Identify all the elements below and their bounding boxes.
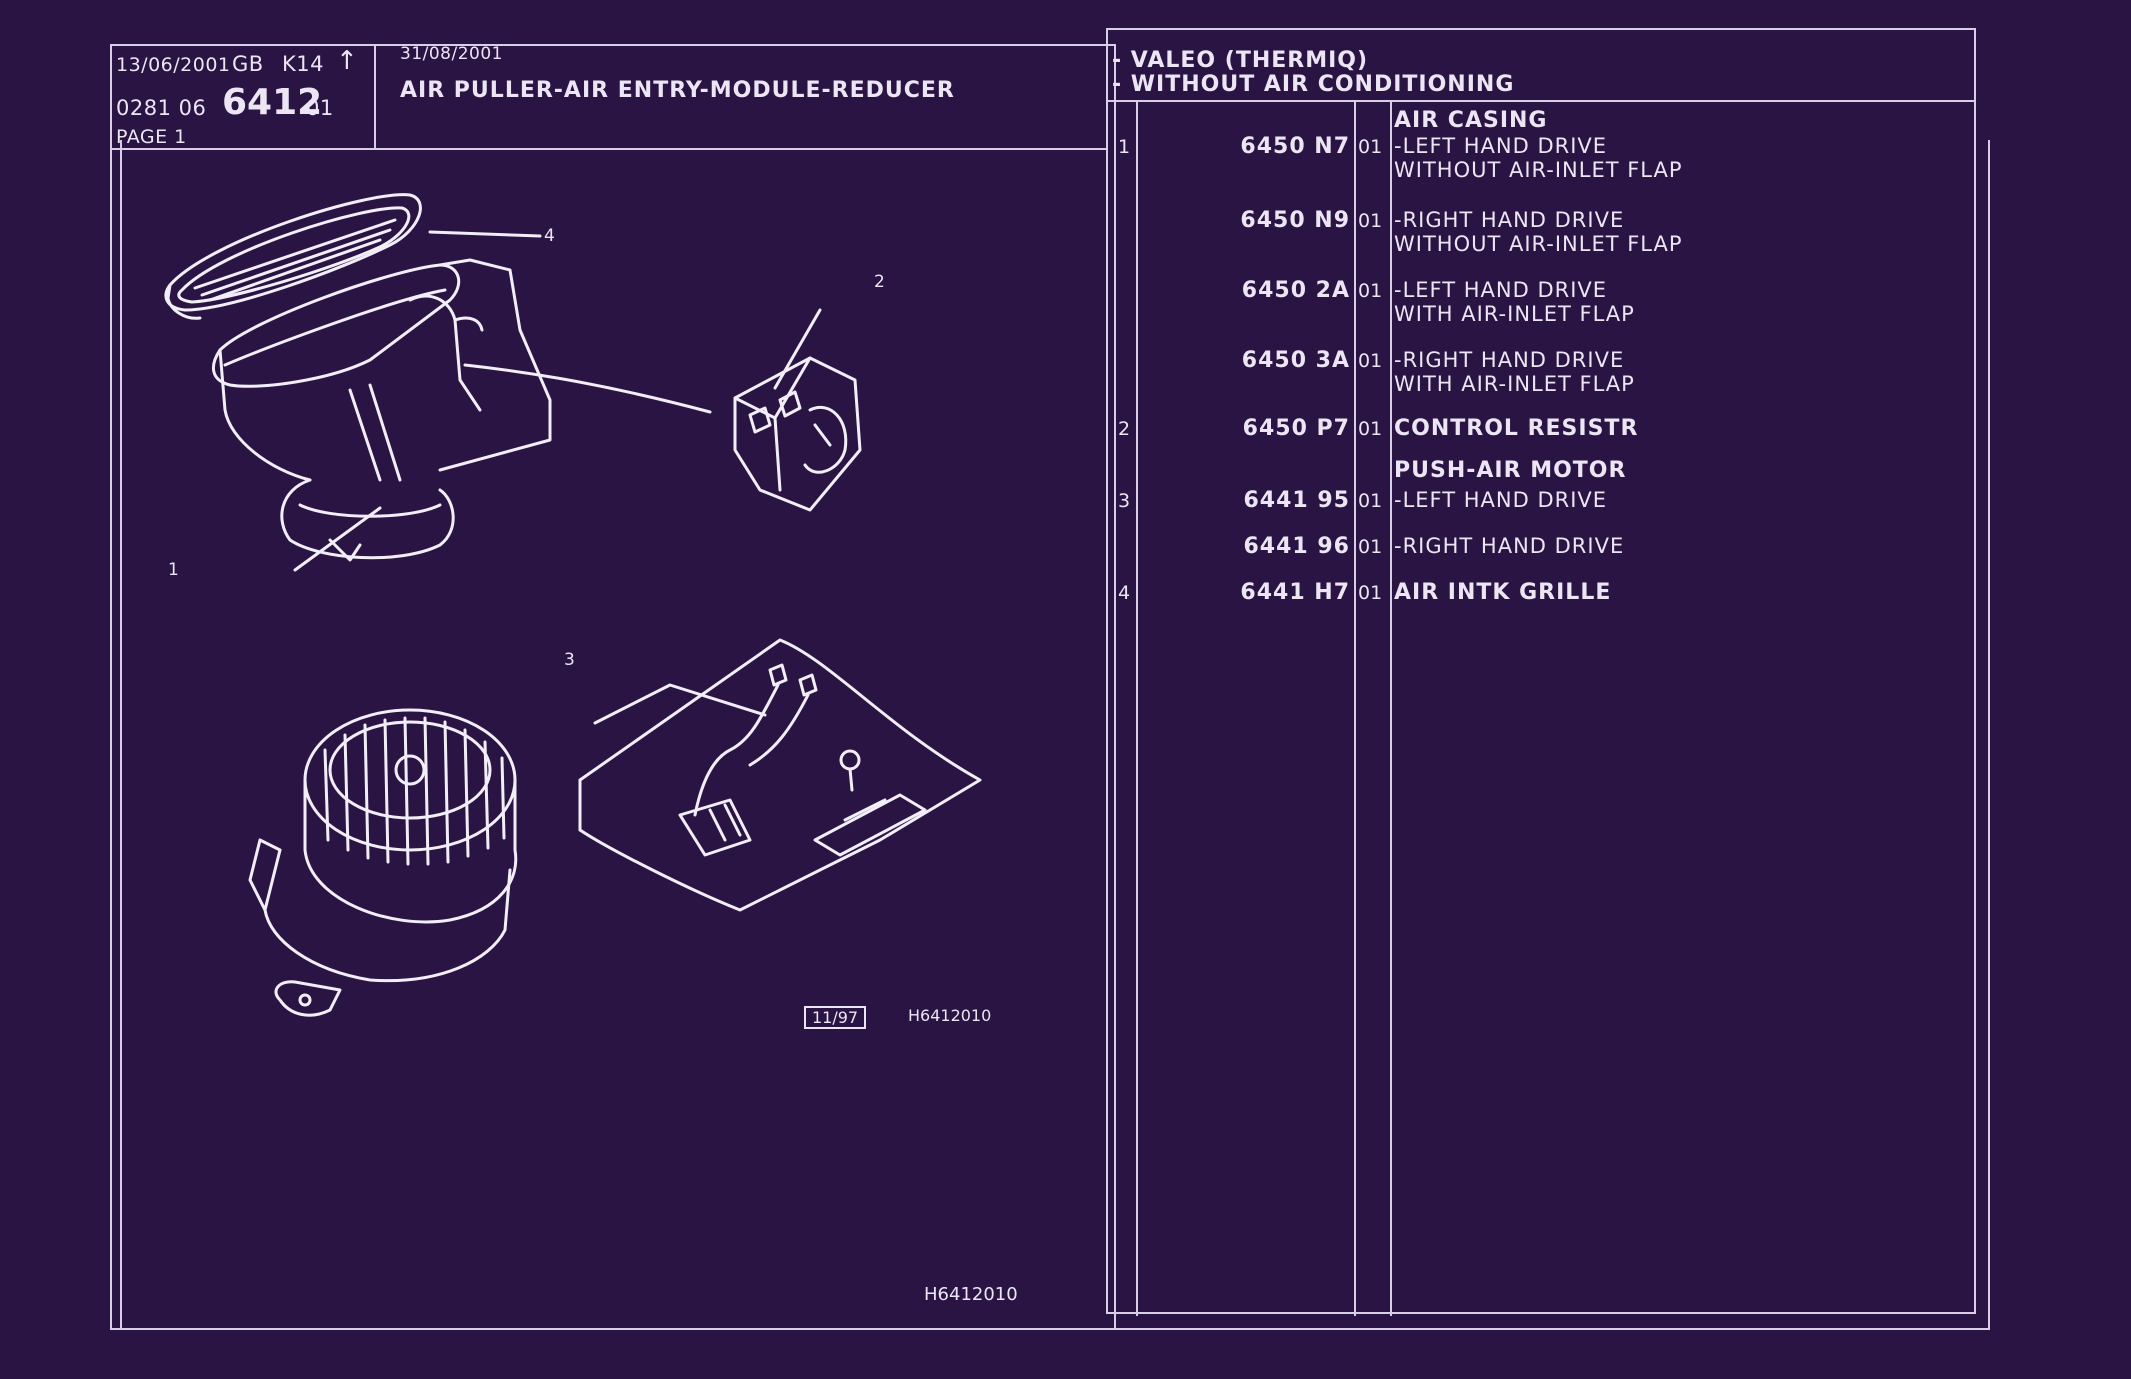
part-description-line: WITH AIR-INLET FLAP [1394,372,1635,396]
part-description-line: AIR INTK GRILLE [1394,580,1612,605]
page-title: AIR PULLER-AIR ENTRY-MODULE-REDUCER [400,78,955,103]
callout-2: 2 [874,272,885,292]
part-reference: 6441 96 [1243,534,1350,559]
part-description-line: -RIGHT HAND DRIVE [1394,348,1625,372]
air-casing-drawing [211,258,552,562]
header-ref-prefix: 0281 06 [116,96,207,120]
part-description-line: -RIGHT HAND DRIVE [1394,208,1625,232]
date-box: 11/97 [804,1006,867,1029]
header-page-label: PAGE 1 [116,126,187,148]
part-description-line: CONTROL RESISTR [1394,416,1639,441]
part-quantity: 01 [1358,136,1383,158]
blower-kit-drawing [578,638,982,912]
part-item-number: 2 [1118,418,1131,440]
header-ref-suffix: 01 [306,96,334,120]
header-model-code: K14 [282,52,324,76]
figure-ref-small: H6412010 [908,1006,992,1025]
header-divider-left [110,148,1108,150]
part-reference: 6450 N9 [1240,208,1350,233]
right-panel-frame [1106,28,1976,1314]
header-divider-vertical [374,44,376,150]
wire-drawing [463,363,712,414]
part-item-number: 1 [1118,136,1131,158]
part-item-number: 4 [1118,582,1131,604]
table-col-line-1 [1136,100,1138,1316]
table-col-line-3 [1390,100,1392,1316]
header-date2: 31/08/2001 [400,44,503,64]
control-resistor-drawing [733,356,862,512]
header-date1: 13/06/2001 [116,54,231,76]
callout-1: 1 [168,560,179,580]
callout-4: 4 [544,226,555,246]
part-reference: 6441 H7 [1240,580,1350,605]
air-intake-grille-drawing [164,193,422,320]
part-description-line: WITHOUT AIR-INLET FLAP [1394,158,1683,182]
header-ref-main: 6412 [222,82,323,123]
outer-frame [120,140,1990,1330]
part-reference: 6441 95 [1243,488,1350,513]
part-quantity: 01 [1358,536,1383,558]
part-quantity: 01 [1358,350,1383,372]
part-quantity: 01 [1358,280,1383,302]
header-note-1: - VALEO (THERMIQ) [1112,48,1369,73]
header-lang-code: GB [232,52,264,76]
part-heading: AIR CASING [1394,108,1548,133]
part-quantity: 01 [1358,418,1383,440]
figure-ref-bottom: H6412010 [924,1284,1018,1305]
part-description-line: -RIGHT HAND DRIVE [1394,534,1625,558]
part-reference: 6450 P7 [1242,416,1350,441]
callout-3: 3 [564,650,575,670]
header-divider-right [1106,100,1976,102]
part-quantity: 01 [1358,490,1383,512]
table-col-line-2 [1354,100,1356,1316]
part-quantity: 01 [1358,582,1383,604]
blower-motor-drawing [248,708,518,1017]
part-description-line: -LEFT HAND DRIVE [1394,134,1608,158]
part-description-line: WITHOUT AIR-INLET FLAP [1394,232,1683,256]
header-arrow: ↑ [336,46,359,76]
part-description-line: WITH AIR-INLET FLAP [1394,302,1635,326]
part-reference: 6450 3A [1241,348,1350,373]
part-quantity: 01 [1358,210,1383,232]
part-description-line: -LEFT HAND DRIVE [1394,488,1608,512]
header-note-2: - WITHOUT AIR CONDITIONING [1112,72,1515,97]
part-reference: 6450 2A [1241,278,1350,303]
exploded-parts-drawing [164,193,982,1017]
part-description-line: -LEFT HAND DRIVE [1394,278,1608,302]
part-reference: 6450 N7 [1240,134,1350,159]
part-item-number: 3 [1118,490,1131,512]
part-heading: PUSH-AIR MOTOR [1394,458,1627,483]
